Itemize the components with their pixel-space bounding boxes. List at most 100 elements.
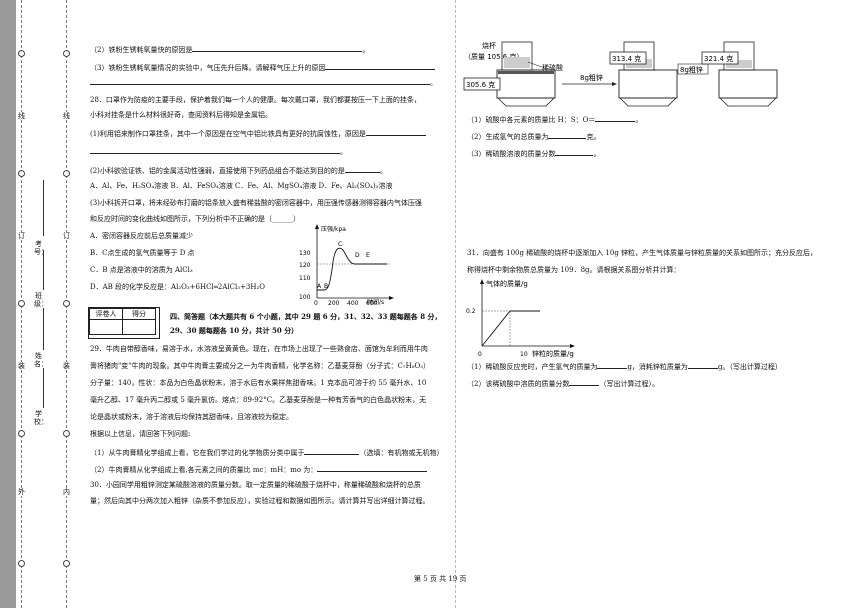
y-axis-label: 气体的质量/g [486,279,528,288]
binding-hole [18,50,25,57]
field-xingming-line[interactable] [43,308,44,350]
inner-label-nei: 内 [62,488,71,496]
q29-part2: （2）牛肉膏精从化学组成上看,各元素之间的质量比 mc：mH：mo 为： [90,464,428,475]
q27-part2: （2）铁粉生锈耗氧量快的原因是。 [90,46,370,54]
y-tick: 100 [299,294,311,301]
y-tick: 130 [299,250,311,257]
balance-1: 305.6 克 [463,41,556,107]
score-box: 评卷人 得分 [88,307,160,339]
q28-option-b: B．C点生成的氢气质量等于 D 点 [90,249,195,257]
x-tick: 600 [366,300,378,306]
y-axis-arrow [480,279,484,284]
q28-option-a: A．密闭容器反应前后总质量减少 [90,232,194,240]
q28-part1: (1)利用铝来制作口罩挂条，其中一个原因是在空气中铝比铁具有更好的抗腐蚀性，原因… [90,128,426,139]
q27-part3-line: 。 [90,77,437,88]
page-footer: 第 5 页 共 19 页 [414,575,467,583]
q30-part1: （1）硫酸中各元素的质量比 H：S：O＝。 [467,116,643,124]
q31-part2: （2）该稀硫酸中溶质的质量分数（写出计算过程）。 [467,380,659,388]
gas-curve-rise [481,310,511,347]
inner-label-ding: 订 [62,232,71,240]
zinc-label-2: 8g粗锌 [680,65,703,74]
x-tick: 10 [520,351,528,358]
point-label: E [366,252,370,259]
beaker-label: 烧杯 [482,41,496,50]
inner-label-xian: 线 [62,112,71,120]
reading-3: 321.4 克 [704,55,733,63]
pressure-chart: 压强/kpa 时间/s 130 120 110 100 0 200 400 60… [299,224,394,306]
x-axis-arrow [389,296,394,300]
field-xingming: 姓名： [34,352,48,368]
binding-strip [0,0,16,608]
inner-label-zhuang: 装 [62,362,71,370]
point-label: B [324,283,328,290]
x-axis-label: 锌粒的质量/g [532,349,574,358]
reading-2: 313.4 克 [612,55,641,63]
acid-pointer [527,61,543,68]
x-tick: 0 [478,351,482,358]
binding-hole [18,560,25,567]
field-xuexiao: 学校： [34,410,48,426]
field-xuexiao-line[interactable] [43,368,44,408]
zinc-label-1: 8g粗锌 [580,73,603,82]
point-label: A [317,283,322,290]
q28-part3-2: 和反应时间的变化曲线如图所示，下列分析中不正确的是（______） [90,215,300,223]
q28-option-d: D．AB 段的化学反应是：Al₂O₃+6HCl═2AlCl₃+3H₂O [90,283,266,291]
binding-hole [63,50,70,57]
field-banji: 班级： [34,292,48,308]
y-tick: 120 [299,262,311,269]
y-tick: 110 [299,275,311,282]
beaker-mass-label: （质量 105.6 克） [464,52,524,61]
q31-stem-2: 称得烧杯中剩余物质总质量为 109．8g。请根据关系图分析并计算： [467,266,681,274]
outer-label-xian: 线 [17,112,26,120]
q28-part2-options: A．Al、Fe、H₂SO₄溶液 B．Al、FeSO₄溶液 C．Fe、Al、MgS… [90,182,393,190]
binding-hole [63,300,70,307]
q29-stem-4: 毫升乙醇、17 毫升丙二醇或 5 毫升氯仿。熔点：89-92°C。乙基麦芽酚是一… [90,396,427,404]
q30-part2: （2）生成氢气的总质量为克。 [467,133,601,141]
balance-2: 313.4 克 [609,41,678,107]
q30-part3: （3）稀硫酸溶液的质量分数。 [467,150,601,158]
arrow-1-head [612,82,617,86]
pressure-curve [317,247,387,291]
score-header-grader: 评卷人 [89,308,123,320]
q29-stem-5: 论是晶状或粉末，溶于溶液后均保持其甜香味，且溶液较为稳定。 [90,413,293,421]
q29-stem-1: 29．牛肉自带醇香味，易溶于水，水溶液呈黄黄色。现在，在市场上出现了一些熟食店、… [90,345,428,353]
q31-stem-1: 31．向盛有 100g 稀硫酸的烧杯中逐渐加入 10g 锌粒，产生气体质量与锌粒… [467,249,818,257]
binding-hole [18,170,25,177]
q28-part2: (2)小科欲验证铁、铝的金属活动性强弱，直接使用下列药品组合不能达到目的的是。 [90,167,387,175]
y-axis-label: 压强/kpa [321,226,346,233]
q30-stem-2: 量；然后向其中分两次加入粗锌（杂质不参加反应），实验过程和数据如图所示。请计算并… [90,497,430,505]
y-axis-arrow [315,224,319,229]
x-axis-arrow [570,344,575,348]
binding-hole [63,170,70,177]
score-header-score: 得分 [122,308,156,320]
score-cell-grader[interactable] [89,319,123,335]
zinc-label-2-box [677,63,709,75]
q27-part3: （3）铁粉生锈耗氧量情况的实验中，气压先升后降。请解释气压上升的原因 [90,62,436,73]
binding-hole [18,430,25,437]
binding-hole [63,430,70,437]
q28-part3-1: (3)小科拆开口罩，将未经砂布打磨的铝条放入盛有稀盐酸的密闭容器中，用压强传感器… [90,199,422,207]
field-kaohao: 考号： [34,240,48,256]
field-banji-line[interactable] [43,250,44,290]
q28-option-c: C．B 点是溶液中的溶质为 AlCl₃ [90,266,193,274]
reading-1: 305.6 克 [466,81,495,89]
q28-stem-2: 小科对挂条是什么材料很好奇，查阅资料后得知是金属铝。 [90,111,272,119]
y-tick: 0.2 [466,308,476,315]
q30-stem-1: 30．小园同学用粗锌测定某硫酸溶液的质量分数。取一定质量的稀硫酸于烧杯中，称量稀… [90,481,421,489]
binding-hole [63,560,70,567]
field-kaohao-line[interactable] [43,180,44,236]
gas-mass-chart: 气体的质量/g 锌粒的质量/g 0.2 0 10 [466,279,575,358]
outer-label-zhuang: 装 [17,362,26,370]
outer-label-ding: 订 [17,232,26,240]
balance-3: 321.4 克 [701,41,778,107]
column-divider [455,0,456,608]
section-title-2: 29、30 题每题各 10 分，共计 50 分） [170,326,299,335]
x-tick: 200 [328,300,340,306]
acid-label: 稀硫酸 [542,63,563,72]
binding-hole [18,300,25,307]
score-cell-score[interactable] [122,319,156,335]
point-label: C [338,241,342,248]
q29-stem-2: 膏将猪肉"变"牛肉的现象。其中牛肉膏主要成分之一为牛肉香精，化学名称：乙基麦芽酚… [90,362,431,370]
q28-part1-line: 。 [90,146,347,157]
